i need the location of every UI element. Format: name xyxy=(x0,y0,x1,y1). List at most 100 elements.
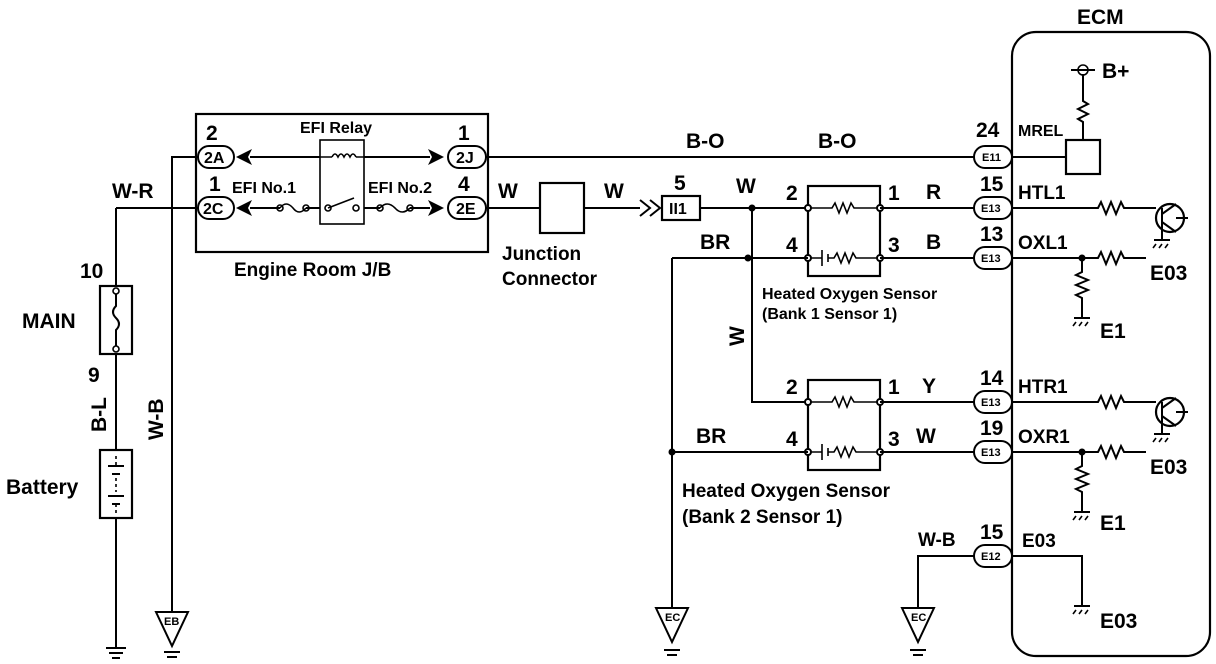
ecm-pin-14: 14 xyxy=(980,367,1004,390)
ground-eb-label: EB xyxy=(164,616,179,628)
ground-ec2-icon xyxy=(900,607,936,645)
connector-2j-label: 2J xyxy=(456,150,474,167)
jb-pin-4: 4 xyxy=(458,173,470,196)
connector-e13a-label: E13 xyxy=(981,203,1001,215)
s2-pin-4: 4 xyxy=(786,428,798,451)
connector-e13c-label: E13 xyxy=(981,397,1001,409)
s2-pin-1: 1 xyxy=(888,376,900,399)
ecm-box xyxy=(1010,30,1212,658)
connector-ii1-label: II1 xyxy=(669,201,687,218)
main-pin-9: 9 xyxy=(88,364,100,387)
ground-eb-icon xyxy=(154,611,190,649)
wire-br2-label: BR xyxy=(696,425,726,448)
e03-internal-line xyxy=(1012,555,1090,607)
arrow-2e-icon xyxy=(428,200,444,216)
oxl1-e1-label: E1 xyxy=(1100,320,1126,343)
ecm-pin-15b: 15 xyxy=(980,521,1004,544)
main-pin-10: 10 xyxy=(80,260,103,283)
oxr1-resistor-icon xyxy=(1073,452,1091,513)
s2-pin-2: 2 xyxy=(786,376,798,399)
relay-switch-icon xyxy=(327,197,355,209)
connector-e12-label: E12 xyxy=(981,551,1001,563)
junction-connector-label-1: Junction xyxy=(502,244,581,265)
wire-wr-label: W-R xyxy=(112,180,154,203)
hos-bank1-sensor-icon xyxy=(808,250,880,266)
jc-pin-5: 5 xyxy=(674,172,686,195)
s1-pin-1: 1 xyxy=(888,182,900,205)
efi-no2-fuse-icon xyxy=(379,203,411,213)
e03-ground-label: E03 xyxy=(1100,610,1137,633)
wire-br1-label: BR xyxy=(700,231,730,254)
ecm-label: ECM xyxy=(1077,6,1124,29)
ecm-pin-15a: 15 xyxy=(980,173,1004,196)
chevron-ii1-icon xyxy=(639,199,662,217)
wire-bo2-label: B-O xyxy=(818,130,857,153)
main-label: MAIN xyxy=(22,310,76,333)
ecm-pin-13: 13 xyxy=(980,223,1003,246)
engine-room-jb-label: Engine Room J/B xyxy=(234,260,391,281)
main-fuse-icon xyxy=(112,294,120,346)
oxl1-line xyxy=(1012,249,1146,267)
oxl1-resistor-icon xyxy=(1073,258,1091,319)
htr1-line xyxy=(1012,393,1156,411)
hos-bank2-sensor-icon xyxy=(808,444,880,460)
ground-ec2-label: EC xyxy=(911,612,926,624)
ground-ec1-icon xyxy=(654,607,690,645)
htl1-label: HTL1 xyxy=(1018,183,1066,204)
hos-bank2-label-1: Heated Oxygen Sensor xyxy=(682,481,891,502)
mrel-resistor-icon xyxy=(1075,74,1091,140)
ecm-pin-19: 19 xyxy=(980,417,1003,440)
relay-coil-icon xyxy=(331,153,357,159)
engine-room-jb-box xyxy=(194,112,490,254)
efi-no2-label: EFI No.2 xyxy=(368,180,432,197)
oxl1-e03-label: E03 xyxy=(1150,262,1187,285)
wire-y-label: Y xyxy=(922,375,936,398)
wire-wb-left-label: W-B xyxy=(145,398,168,440)
ground-ec1-label: EC xyxy=(665,612,680,624)
efi-relay-label: EFI Relay xyxy=(300,120,372,137)
wire-w-vert-label: W xyxy=(726,326,749,346)
wire-w2-label: W xyxy=(604,180,624,203)
junction-connector-label-2: Connector xyxy=(502,269,598,290)
junction-connector-box xyxy=(538,181,586,235)
b-plus-label: B+ xyxy=(1102,60,1129,83)
wire-w3-label: W xyxy=(736,175,756,198)
hos-bank2-label-2: (Bank 2 Sensor 1) xyxy=(682,507,843,528)
wire-b-label: B xyxy=(926,231,941,254)
wire-bo1-label: B-O xyxy=(686,130,725,153)
battery-label: Battery xyxy=(6,476,79,499)
oxr1-e03-label: E03 xyxy=(1150,456,1187,479)
hos-bank1-label-2: (Bank 1 Sensor 1) xyxy=(762,306,897,323)
arrow-2c-icon xyxy=(236,200,252,216)
wire-bl-label: B-L xyxy=(88,397,111,432)
oxr1-label: OXR1 xyxy=(1018,427,1070,448)
ecm-pin-24: 24 xyxy=(976,119,1000,142)
hos-bank1-box xyxy=(806,184,882,278)
oxl1-label: OXL1 xyxy=(1018,233,1068,254)
efi-no1-fuse-icon xyxy=(279,203,307,213)
arrow-2j-icon xyxy=(428,149,444,165)
hos-bank2-heater-icon xyxy=(808,394,880,410)
wire-w-vert xyxy=(751,208,808,403)
ground-battery-icon xyxy=(106,647,126,659)
wire-w4-label: W xyxy=(916,425,936,448)
connector-2c-label: 2C xyxy=(203,201,224,218)
s2-pin-3: 3 xyxy=(888,428,900,451)
jb-pin-1-top: 1 xyxy=(458,122,470,145)
oxr1-e1-label: E1 xyxy=(1100,512,1126,535)
s1-pin-4: 4 xyxy=(786,234,798,257)
efi-no1-label: EFI No.1 xyxy=(232,180,296,197)
s1-pin-3: 3 xyxy=(888,234,900,257)
oxr1-line xyxy=(1012,443,1146,461)
wire-wb-left xyxy=(171,156,198,612)
hos-bank2-box xyxy=(806,378,882,472)
arrow-2a-icon xyxy=(236,149,252,165)
mrel-label: MREL xyxy=(1018,123,1064,140)
htr1-label: HTR1 xyxy=(1018,377,1068,398)
battery-icon xyxy=(108,465,124,505)
wire-wb-ec-label: W-B xyxy=(918,530,956,551)
efi-relay-box xyxy=(319,139,365,225)
wire-w1-label: W xyxy=(498,180,518,203)
